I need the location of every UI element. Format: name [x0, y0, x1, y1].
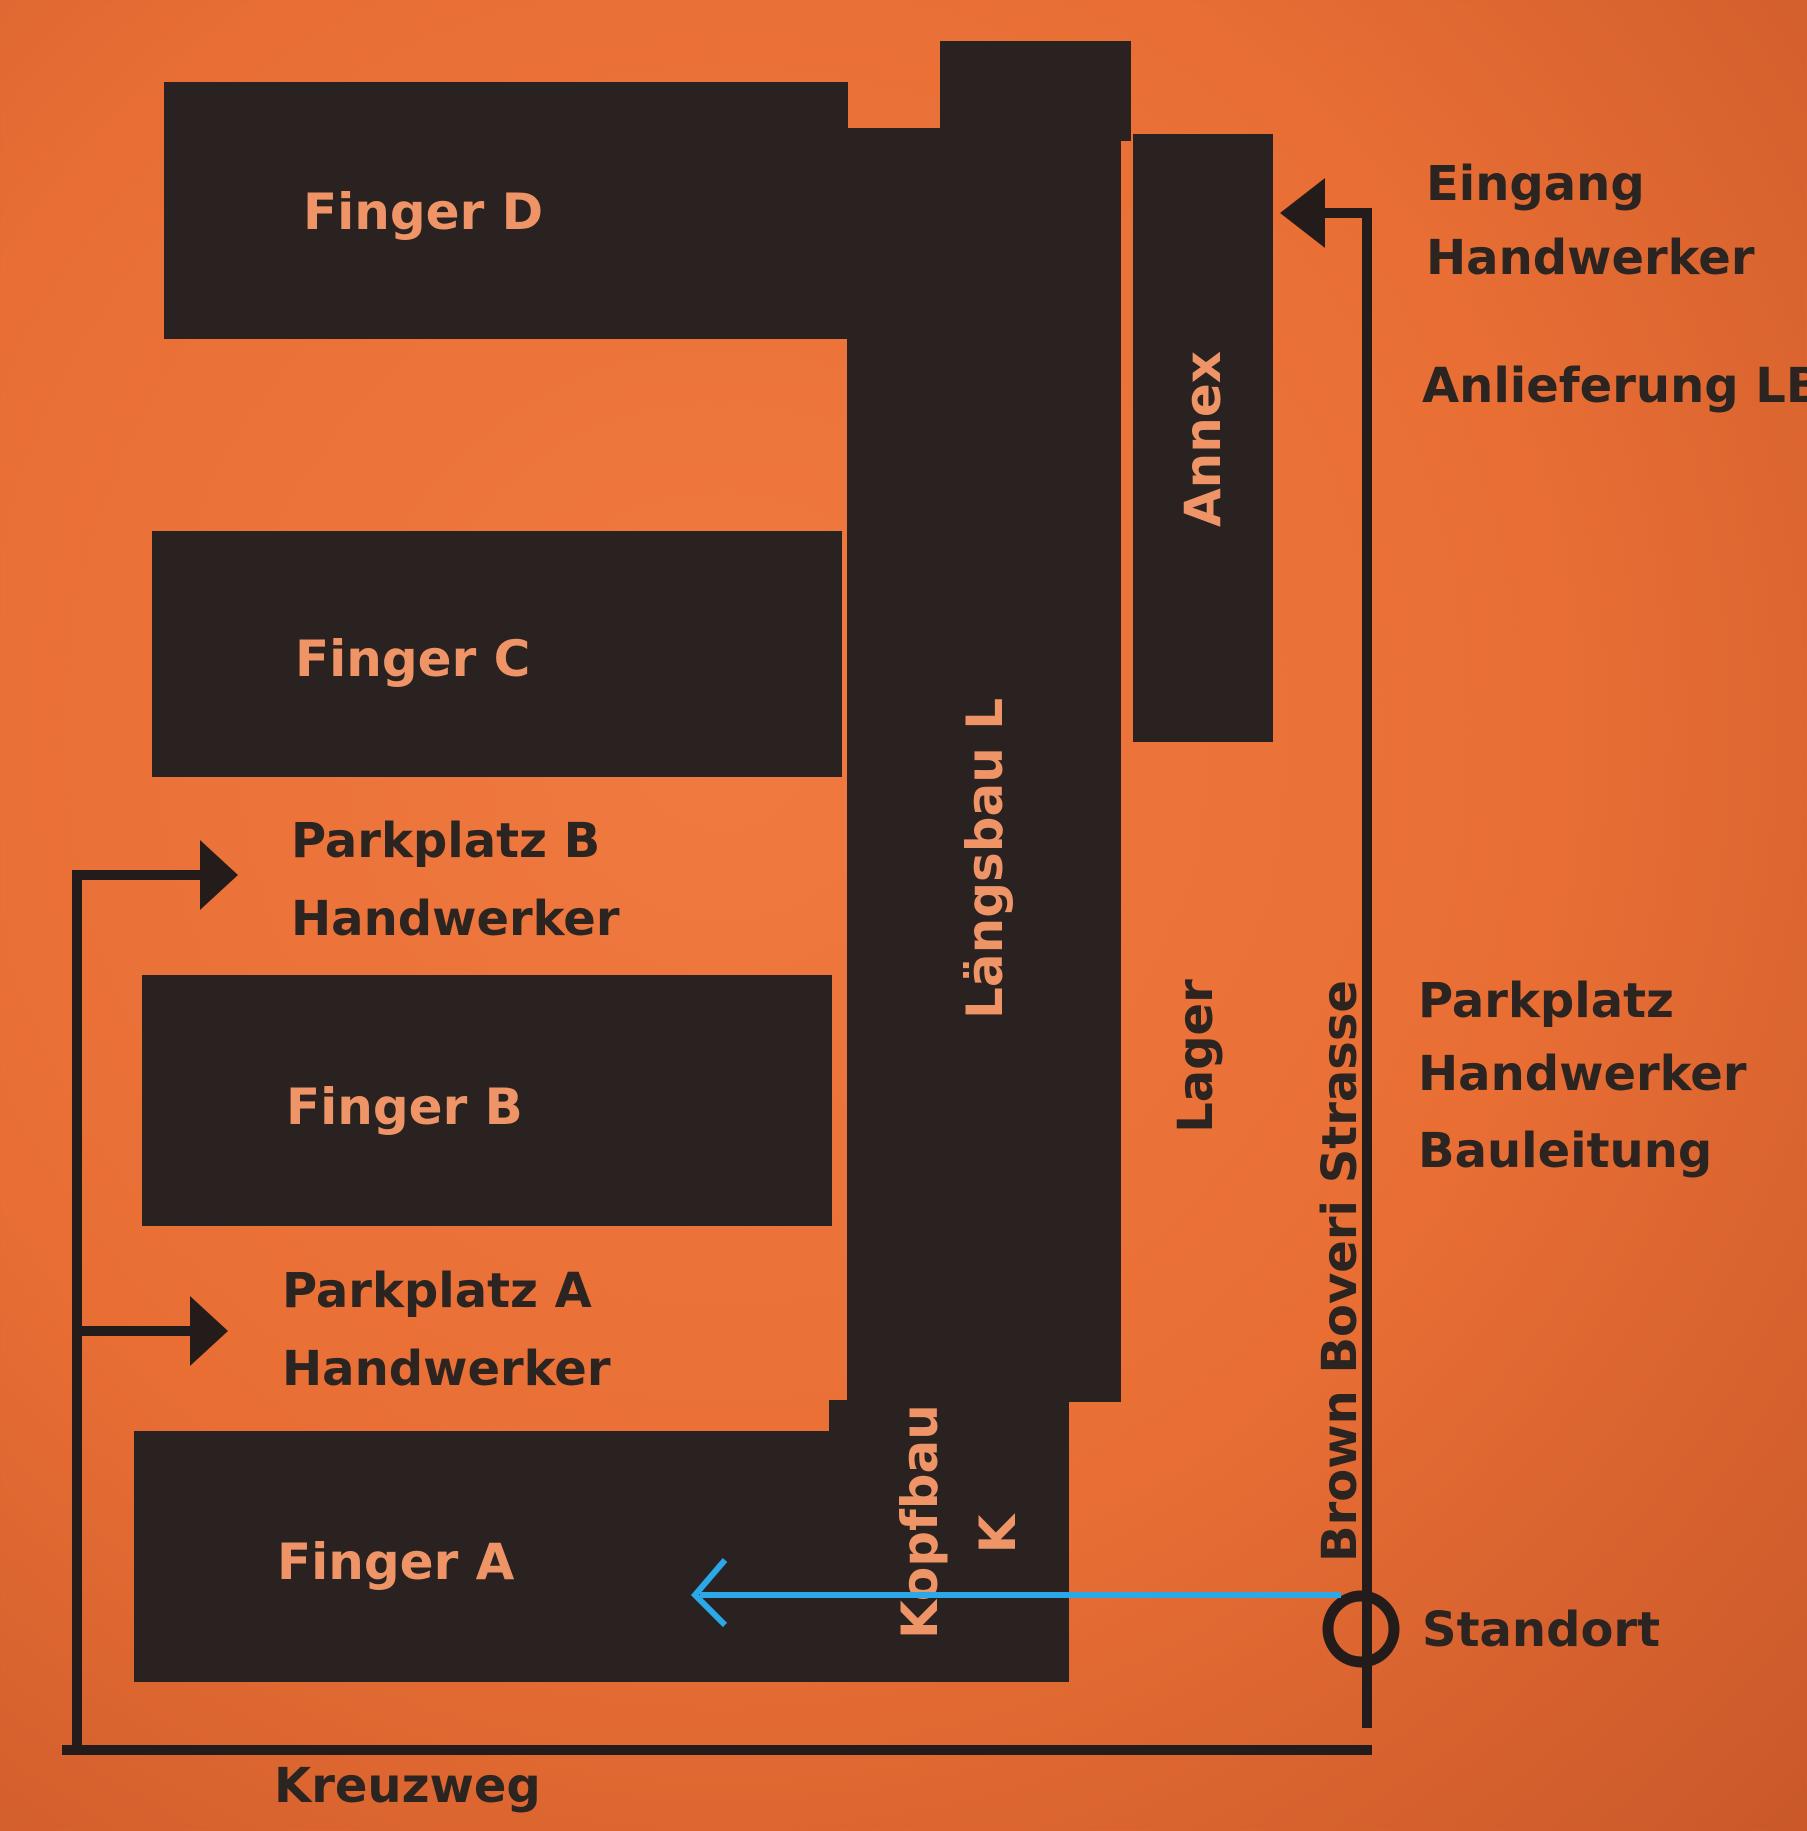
label-eingang-handwerker: Handwerker: [1426, 230, 1755, 286]
building-finger-d: [164, 82, 848, 339]
label-anlieferung: Anlieferung LB: [1422, 358, 1807, 414]
building-finger-c: [152, 531, 842, 777]
label-finger-b: Finger B: [286, 1078, 523, 1136]
label-parkplatz-b-1: Parkplatz B: [291, 813, 601, 869]
road-left: [72, 870, 82, 1755]
road-kreuzweg: [62, 1745, 1372, 1755]
building-laengsbau-top: [940, 41, 1131, 141]
road-to-parkplatz-b: [72, 870, 212, 880]
building-annex: [1133, 134, 1273, 742]
label-parkplatz: Parkplatz: [1418, 973, 1674, 1029]
road-to-entrance: [1320, 208, 1370, 218]
label-eingang: Eingang: [1426, 156, 1645, 212]
building-laengsbau: [847, 128, 1121, 1402]
standort-marker-icon: [1322, 1590, 1400, 1668]
label-parkplatz-a-2: Handwerker: [282, 1341, 611, 1397]
road-brown-boveri: [1362, 208, 1372, 1728]
label-parkplatz-b-2: Handwerker: [291, 891, 620, 947]
label-bauleitung: Bauleitung: [1418, 1123, 1713, 1179]
label-brown-boveri-strasse: Brown Boveri Strasse: [1312, 980, 1368, 1562]
label-parkplatz-a-1: Parkplatz A: [282, 1263, 592, 1319]
label-finger-d: Finger D: [303, 183, 544, 241]
route-arrow-head: [690, 1558, 728, 1628]
label-parkplatz-handwerker: Handwerker: [1418, 1046, 1747, 1102]
label-finger-c: Finger C: [295, 630, 531, 688]
arrow-head-parkplatz-a: [190, 1296, 228, 1366]
label-finger-a: Finger A: [277, 1533, 515, 1591]
building-finger-a: [134, 1431, 834, 1682]
road-to-parkplatz-a: [72, 1326, 202, 1336]
label-standort: Standort: [1422, 1602, 1661, 1658]
arrow-head-entrance: [1280, 178, 1325, 248]
arrow-head-parkplatz-b: [200, 840, 238, 910]
label-kreuzweg: Kreuzweg: [274, 1758, 541, 1814]
building-kopfbau: [829, 1400, 1069, 1682]
building-finger-b: [142, 975, 832, 1226]
